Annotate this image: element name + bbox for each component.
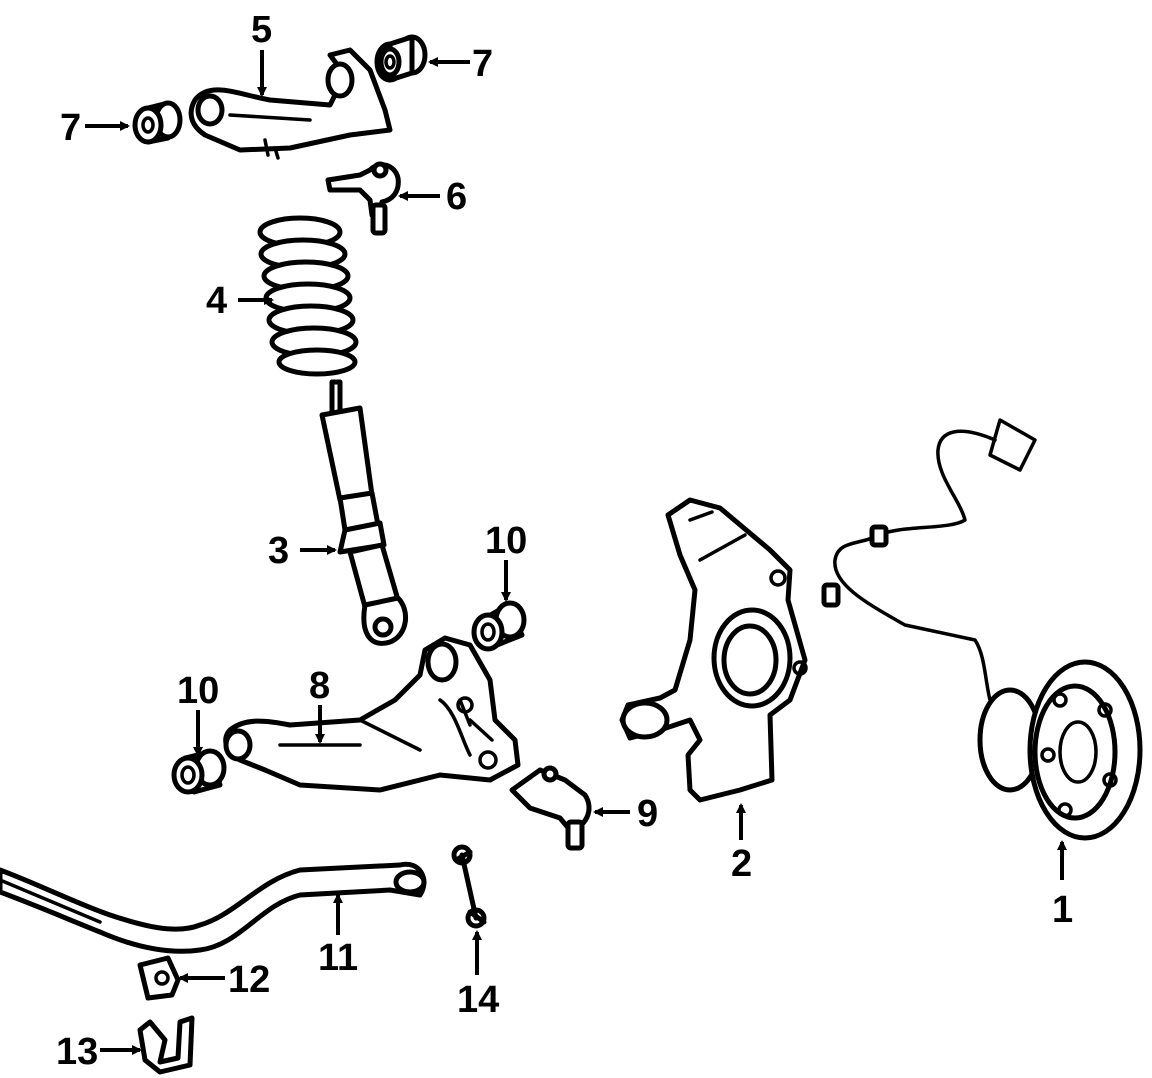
lower-ball-joint — [509, 765, 592, 851]
coil-spring — [257, 215, 359, 377]
shock-absorber — [319, 379, 408, 646]
callout-6: 6 — [446, 176, 467, 218]
callout-2: 2 — [731, 843, 752, 885]
upper-control-arm — [188, 47, 393, 160]
wheel-hub-assembly — [821, 418, 1143, 841]
steering-knuckle — [619, 497, 808, 803]
callout-1: 1 — [1052, 889, 1073, 931]
stabilizer-link — [451, 844, 487, 929]
upper-arm-bushing-left — [132, 100, 183, 145]
callout-9: 9 — [637, 793, 658, 835]
callout-8: 8 — [309, 665, 330, 707]
callout-7-left: 7 — [60, 107, 81, 149]
lower-control-arm — [223, 635, 521, 793]
upper-arm-bushing-right — [374, 34, 428, 83]
callout-3: 3 — [268, 530, 289, 572]
stabilizer-bracket — [137, 1015, 195, 1075]
callout-11: 11 — [318, 937, 358, 979]
lower-arm-bushing-right — [471, 600, 527, 652]
callout-14: 14 — [457, 979, 499, 1021]
callout-5: 5 — [251, 9, 272, 51]
callout-4: 4 — [206, 280, 227, 322]
callout-10-right: 10 — [485, 520, 527, 562]
callout-13: 13 — [56, 1031, 98, 1073]
stabilizer-bushing — [137, 955, 181, 1001]
callout-7-right: 7 — [472, 43, 493, 85]
stabilizer-bar — [0, 861, 427, 954]
callout-10-left: 10 — [177, 670, 219, 712]
callout-12: 12 — [228, 959, 270, 1001]
lower-arm-bushing-left — [171, 748, 227, 795]
upper-ball-joint — [325, 161, 401, 236]
callout-arrows — [85, 50, 1067, 1055]
